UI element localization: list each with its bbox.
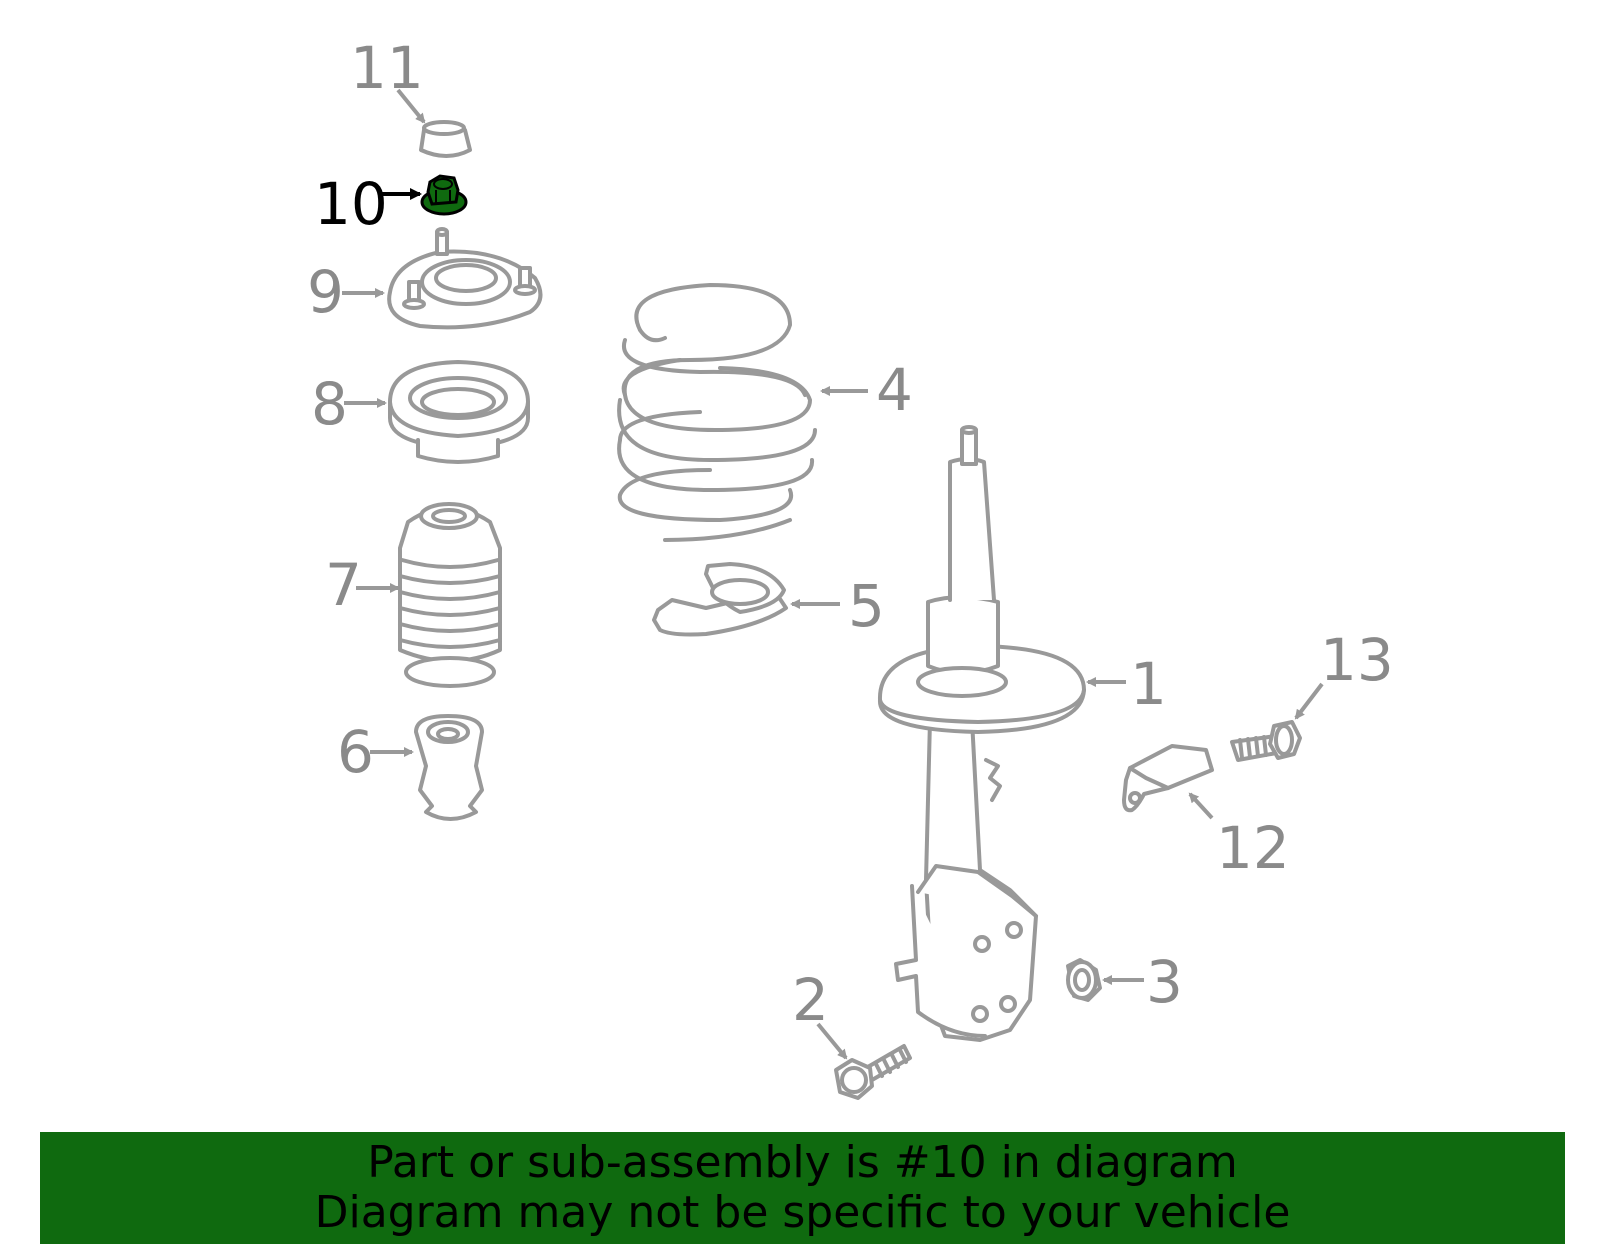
leader-12 xyxy=(1188,792,1214,820)
banner-line-2: Diagram may not be specific to your vehi… xyxy=(314,1187,1291,1238)
part-12-bracket xyxy=(1122,744,1214,813)
part-10-nut-highlighted xyxy=(420,174,468,216)
callout-8: 8 xyxy=(311,370,348,438)
leader-13 xyxy=(1294,682,1324,720)
part-9-upper-mount xyxy=(387,227,543,330)
part-1-strut-assembly xyxy=(877,425,1086,1042)
part-2-bolt xyxy=(834,1044,912,1100)
callout-5: 5 xyxy=(848,572,885,640)
callout-11: 11 xyxy=(350,34,424,102)
callout-13: 13 xyxy=(1320,626,1394,694)
callout-7: 7 xyxy=(325,551,362,619)
part-11-cap xyxy=(419,120,472,158)
part-4-coil-spring xyxy=(617,283,817,542)
part-7-dust-boot xyxy=(398,502,502,688)
part-6-bump-stop xyxy=(414,714,484,821)
callout-10: 10 xyxy=(314,170,388,238)
callout-2: 2 xyxy=(792,966,829,1034)
callout-3: 3 xyxy=(1146,948,1183,1016)
leader-2 xyxy=(816,1022,848,1060)
part-8-upper-spring-seat xyxy=(388,360,530,464)
part-3-nut xyxy=(1066,958,1102,1002)
banner-line-1: Part or sub-assembly is #10 in diagram xyxy=(367,1137,1238,1188)
callout-6: 6 xyxy=(337,718,374,786)
callout-4: 4 xyxy=(876,356,913,424)
info-banner: Part or sub-assembly is #10 in diagram D… xyxy=(40,1132,1565,1244)
callout-12: 12 xyxy=(1216,814,1290,882)
part-5-spring-insulator xyxy=(652,562,788,637)
callout-1: 1 xyxy=(1130,650,1167,718)
callout-9: 9 xyxy=(307,258,344,326)
leader-11 xyxy=(396,88,426,124)
part-13-bolt xyxy=(1230,720,1302,762)
